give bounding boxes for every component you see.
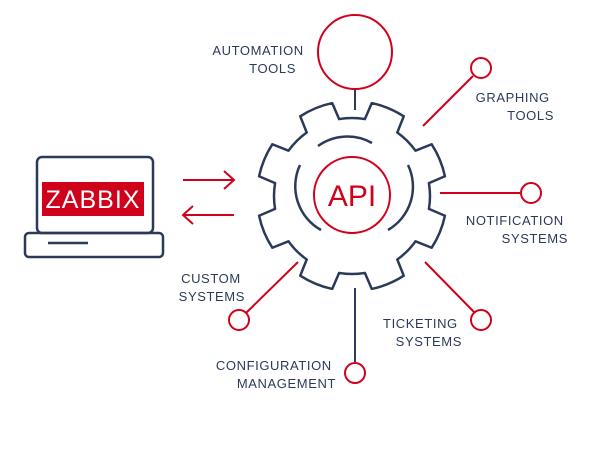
gear-inner-arc	[294, 164, 322, 232]
connector-notification-systems	[440, 182, 542, 204]
label-notification-systems: NOTIFICATION SYSTEMS	[466, 213, 568, 246]
connector-configuration-management	[344, 288, 366, 384]
connector-automation-tools	[317, 14, 393, 110]
connector-custom-systems	[228, 261, 299, 331]
zabbix-logo: ZABBIX	[42, 182, 144, 216]
connector-graphing-tools	[422, 57, 492, 127]
gear-inner-arc	[317, 135, 373, 148]
response-arrow	[181, 205, 234, 225]
label-custom-systems: CUSTOM SYSTEMS	[179, 271, 245, 304]
connector-ticketing-systems	[424, 261, 492, 331]
api-label: API	[328, 180, 376, 213]
label-automation-tools: AUTOMATION TOOLS	[212, 43, 308, 76]
api-circle	[313, 156, 391, 234]
label-ticketing-systems: TICKETING SYSTEMS	[383, 316, 462, 349]
gear-inner-arc	[387, 164, 415, 232]
zabbix-logo-text: ZABBIX	[46, 186, 141, 214]
label-configuration-management: CONFIGURATION MANAGEMENT	[216, 358, 336, 391]
gear-icon	[257, 101, 447, 291]
request-arrow	[183, 170, 236, 190]
label-graphing-tools: GRAPHING TOOLS	[476, 90, 554, 123]
laptop-icon	[23, 155, 165, 259]
